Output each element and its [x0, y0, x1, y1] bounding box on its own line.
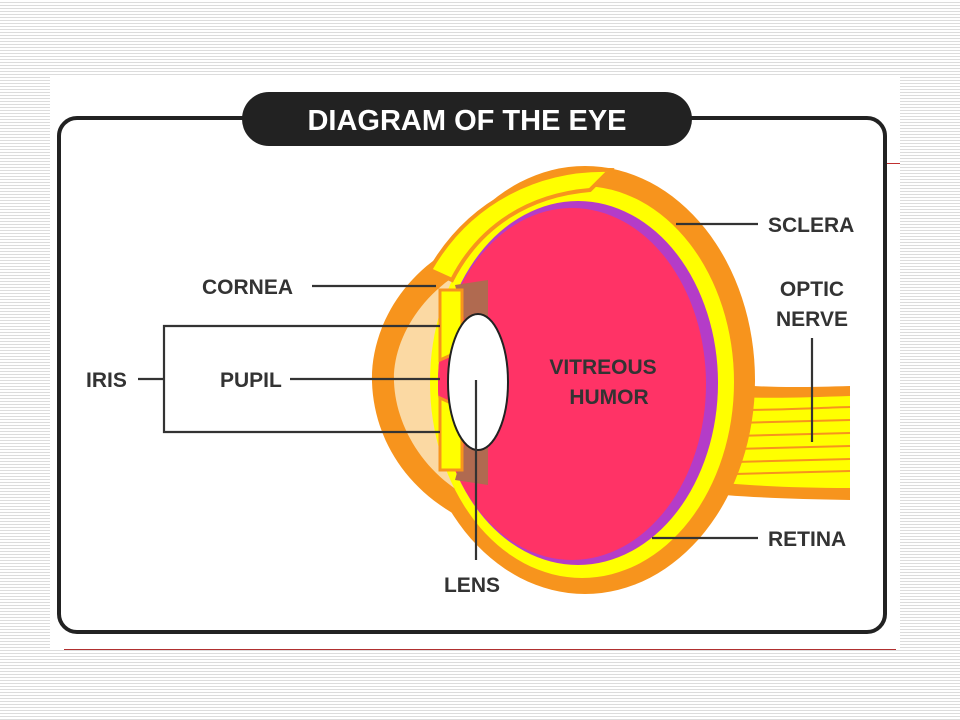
label-optic-nerve-line1: OPTIC	[780, 278, 844, 301]
label-vitreous-humor-line1: VITREOUS	[549, 356, 656, 379]
diagram-title: DIAGRAM OF THE EYE	[307, 105, 626, 137]
title-banner	[242, 92, 692, 146]
label-cornea: CORNEA	[202, 276, 293, 299]
leader-lines	[138, 222, 814, 560]
slide-accent-tick	[880, 163, 900, 164]
label-lens: LENS	[444, 574, 500, 597]
label-retina: RETINA	[768, 528, 846, 551]
label-iris: IRIS	[86, 369, 127, 392]
label-vitreous-humor-line2: HUMOR	[569, 386, 648, 409]
label-pupil: PUPIL	[220, 369, 282, 392]
vitreous-humor	[438, 208, 706, 560]
eyelid-fold-top	[427, 167, 615, 283]
eyeball-illustration	[371, 166, 851, 594]
lens	[447, 313, 509, 451]
label-sclera: SCLERA	[768, 214, 854, 237]
slide-bottom-rule	[64, 649, 896, 650]
label-optic-nerve-line2: NERVE	[776, 308, 848, 331]
